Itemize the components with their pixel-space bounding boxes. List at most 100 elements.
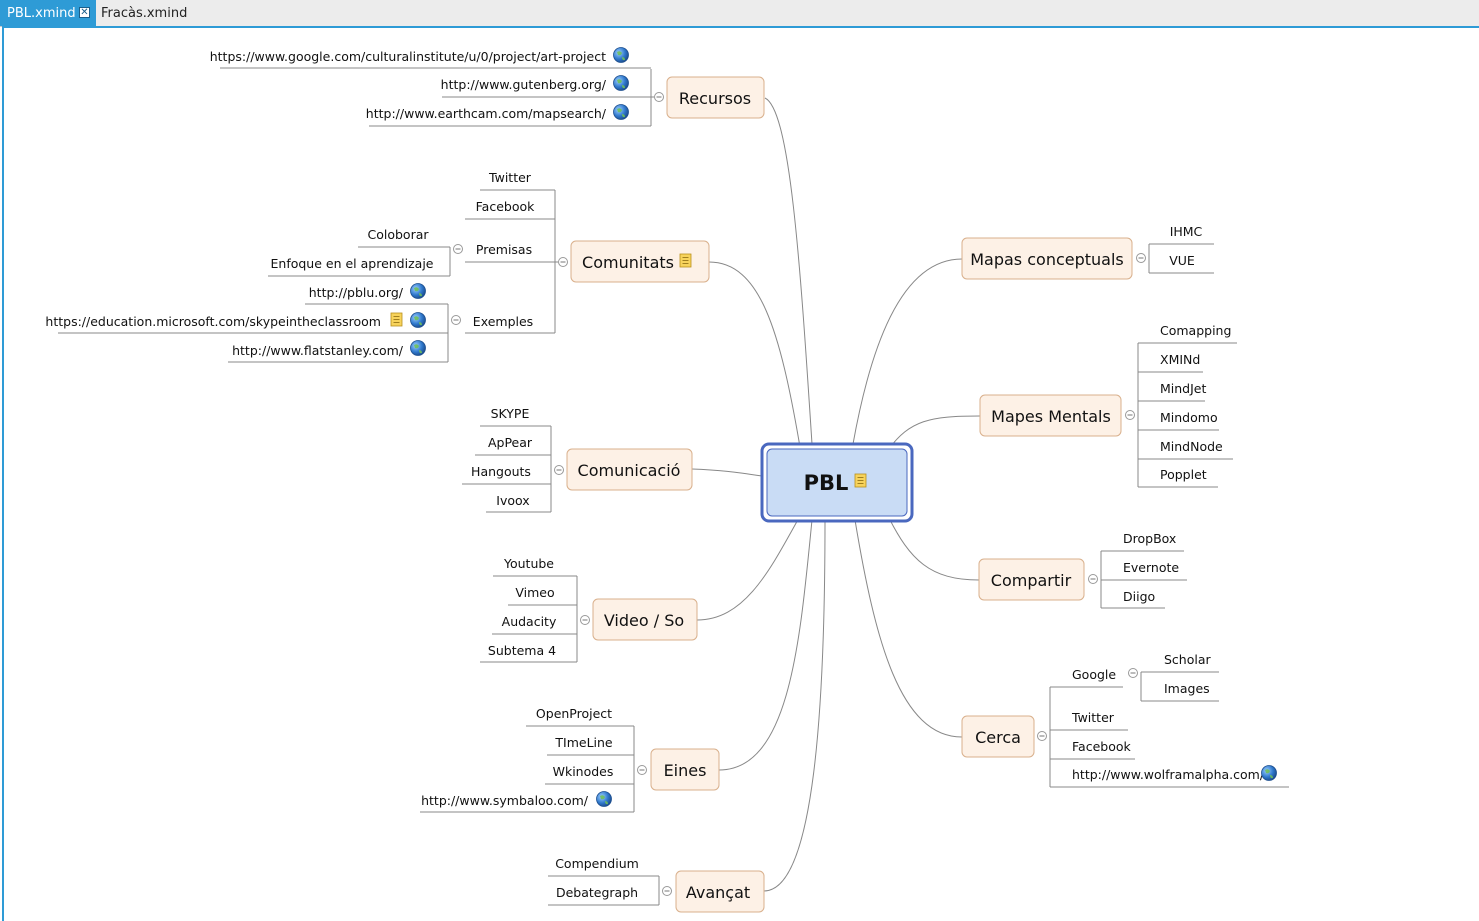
topic-mapes-mentals[interactable] [979,394,1122,437]
topic-mapas-conceptuals-label[interactable]: Mapas conceptuals [970,250,1124,269]
leaf-item[interactable]: Ivoox [496,493,529,508]
topic-video-so[interactable] [592,598,698,641]
connector-compartir [887,515,980,581]
leaf-item[interactable]: Wkinodes [553,764,614,779]
collapse-icon[interactable] [1037,731,1047,741]
leaf-facebook[interactable]: Facebook [476,199,535,214]
collapse-icon[interactable] [1125,410,1135,420]
connector-mapes-mentals [887,415,981,451]
leaf-item[interactable]: Scholar [1164,652,1212,667]
leaf-item[interactable]: Youtube [503,556,554,571]
collapse-icon[interactable] [580,615,590,625]
leaf-item[interactable]: Compendium [555,856,639,871]
leaf-enfoque[interactable]: Enfoque en el aprendizaje [271,256,434,271]
leaf-item[interactable]: ApPear [488,435,533,450]
globe-icon[interactable] [410,340,426,356]
globe-icon[interactable] [613,47,629,63]
link-item[interactable]: http://www.wolframalpha.com/ [1072,767,1265,782]
collapse-icon[interactable] [1136,253,1146,263]
topic-compartir[interactable] [978,558,1085,601]
globe-icon[interactable] [410,283,426,299]
leaf-item[interactable]: MindJet [1160,381,1206,396]
leaf-item[interactable]: Audacity [502,614,557,629]
leaf-google[interactable]: Google [1072,667,1116,682]
leaf-item[interactable]: IHMC [1170,224,1203,239]
leaf-item[interactable]: OpenProject [536,706,612,721]
topic-comunicacio[interactable] [566,448,693,491]
topic-comunitats-label[interactable]: Comunitats [582,253,674,272]
leaf-item[interactable]: DropBox [1123,531,1176,546]
tab-label: PBL.xmind [7,6,76,21]
leaf-premisas[interactable]: Premisas [476,242,532,257]
note-icon[interactable] [390,312,403,327]
tab-pbl[interactable]: PBL.xmind ✕ [0,0,96,26]
globe-icon[interactable] [613,104,629,120]
collapse-icon[interactable] [453,244,463,254]
connector-cerca [854,519,963,738]
central-topic[interactable] [760,442,914,523]
link-item[interactable]: http://www.flatstanley.com/ [232,343,404,358]
collapse-icon[interactable] [662,886,672,896]
leaf-exemples[interactable]: Exemples [473,314,533,329]
collapse-icon[interactable] [554,465,564,475]
topic-cerca[interactable] [961,715,1035,758]
link-item[interactable]: http://pblu.org/ [309,285,404,300]
topic-cerca-label[interactable]: Cerca [975,728,1021,747]
connector-comunitats [708,261,801,448]
topic-comunitats[interactable] [570,240,710,283]
topic-comunicacio-label[interactable]: Comunicació [578,461,681,480]
globe-icon[interactable] [613,75,629,91]
collapse-icon[interactable] [1128,668,1138,678]
leaf-item[interactable]: SKYPE [491,406,530,421]
leaf-item[interactable]: Comapping [1160,323,1231,338]
leaf-item[interactable]: Images [1164,681,1210,696]
tab-fracas[interactable]: Fracàs.xmind [101,0,187,26]
collapse-icon[interactable] [558,257,568,267]
topic-video-label[interactable]: Video / So [604,611,684,630]
topic-avancat[interactable] [675,870,765,913]
topic-mapes-mentals-label[interactable]: Mapes Mentals [991,407,1111,426]
leaf-item[interactable]: Vimeo [515,585,554,600]
leaf-item[interactable]: TImeLine [554,735,613,750]
leaf-item[interactable]: MindNode [1160,439,1223,454]
link-item[interactable]: https://www.google.com/culturalinstitute… [210,49,606,64]
note-icon[interactable] [679,253,692,268]
leaf-item[interactable]: Debategraph [556,885,638,900]
globe-icon[interactable] [1261,765,1277,781]
globe-icon[interactable] [410,312,426,328]
leaf-facebook[interactable]: Facebook [1072,739,1131,754]
leaf-item[interactable]: Subtema 4 [488,643,556,658]
topic-compartir-label[interactable]: Compartir [991,571,1072,590]
leaf-item[interactable]: Mindomo [1160,410,1218,425]
topic-avancat-label[interactable]: Avançat [686,883,750,902]
close-icon[interactable]: ✕ [79,7,90,18]
topic-eines-label[interactable]: Eines [664,761,707,780]
central-topic-label[interactable]: PBL [804,471,849,495]
note-icon[interactable] [854,473,867,488]
topic-recursos-label[interactable]: Recursos [679,89,751,108]
leaf-item[interactable]: Evernote [1123,560,1179,575]
leaf-item[interactable]: Diigo [1123,589,1155,604]
connector-eines [718,519,813,771]
topic-eines[interactable] [650,748,720,791]
topic-recursos[interactable] [666,76,765,119]
globe-icon[interactable] [596,791,612,807]
leaf-twitter[interactable]: Twitter [488,170,532,185]
leaf-item[interactable]: Hangouts [471,464,531,479]
leaf-item[interactable]: XMINd [1160,352,1200,367]
link-item[interactable]: http://www.symbaloo.com/ [421,793,589,808]
collapse-icon[interactable] [451,315,461,325]
connector-mapes-conceptuals [852,258,963,445]
leaf-twitter[interactable]: Twitter [1071,710,1115,725]
collapse-icon[interactable] [637,765,647,775]
leaf-item[interactable]: Popplet [1160,467,1207,482]
topic-mapas-conceptuals[interactable] [961,237,1133,280]
collapse-icon[interactable] [654,92,664,102]
leaf-coloborar[interactable]: Coloborar [367,227,429,242]
collapse-icon[interactable] [1088,574,1098,584]
link-item[interactable]: https://education.microsoft.com/skypeint… [45,314,381,329]
link-item[interactable]: http://www.gutenberg.org/ [441,77,607,92]
leaf-item[interactable]: VUE [1169,253,1195,268]
link-item[interactable]: http://www.earthcam.com/mapsearch/ [366,106,607,121]
